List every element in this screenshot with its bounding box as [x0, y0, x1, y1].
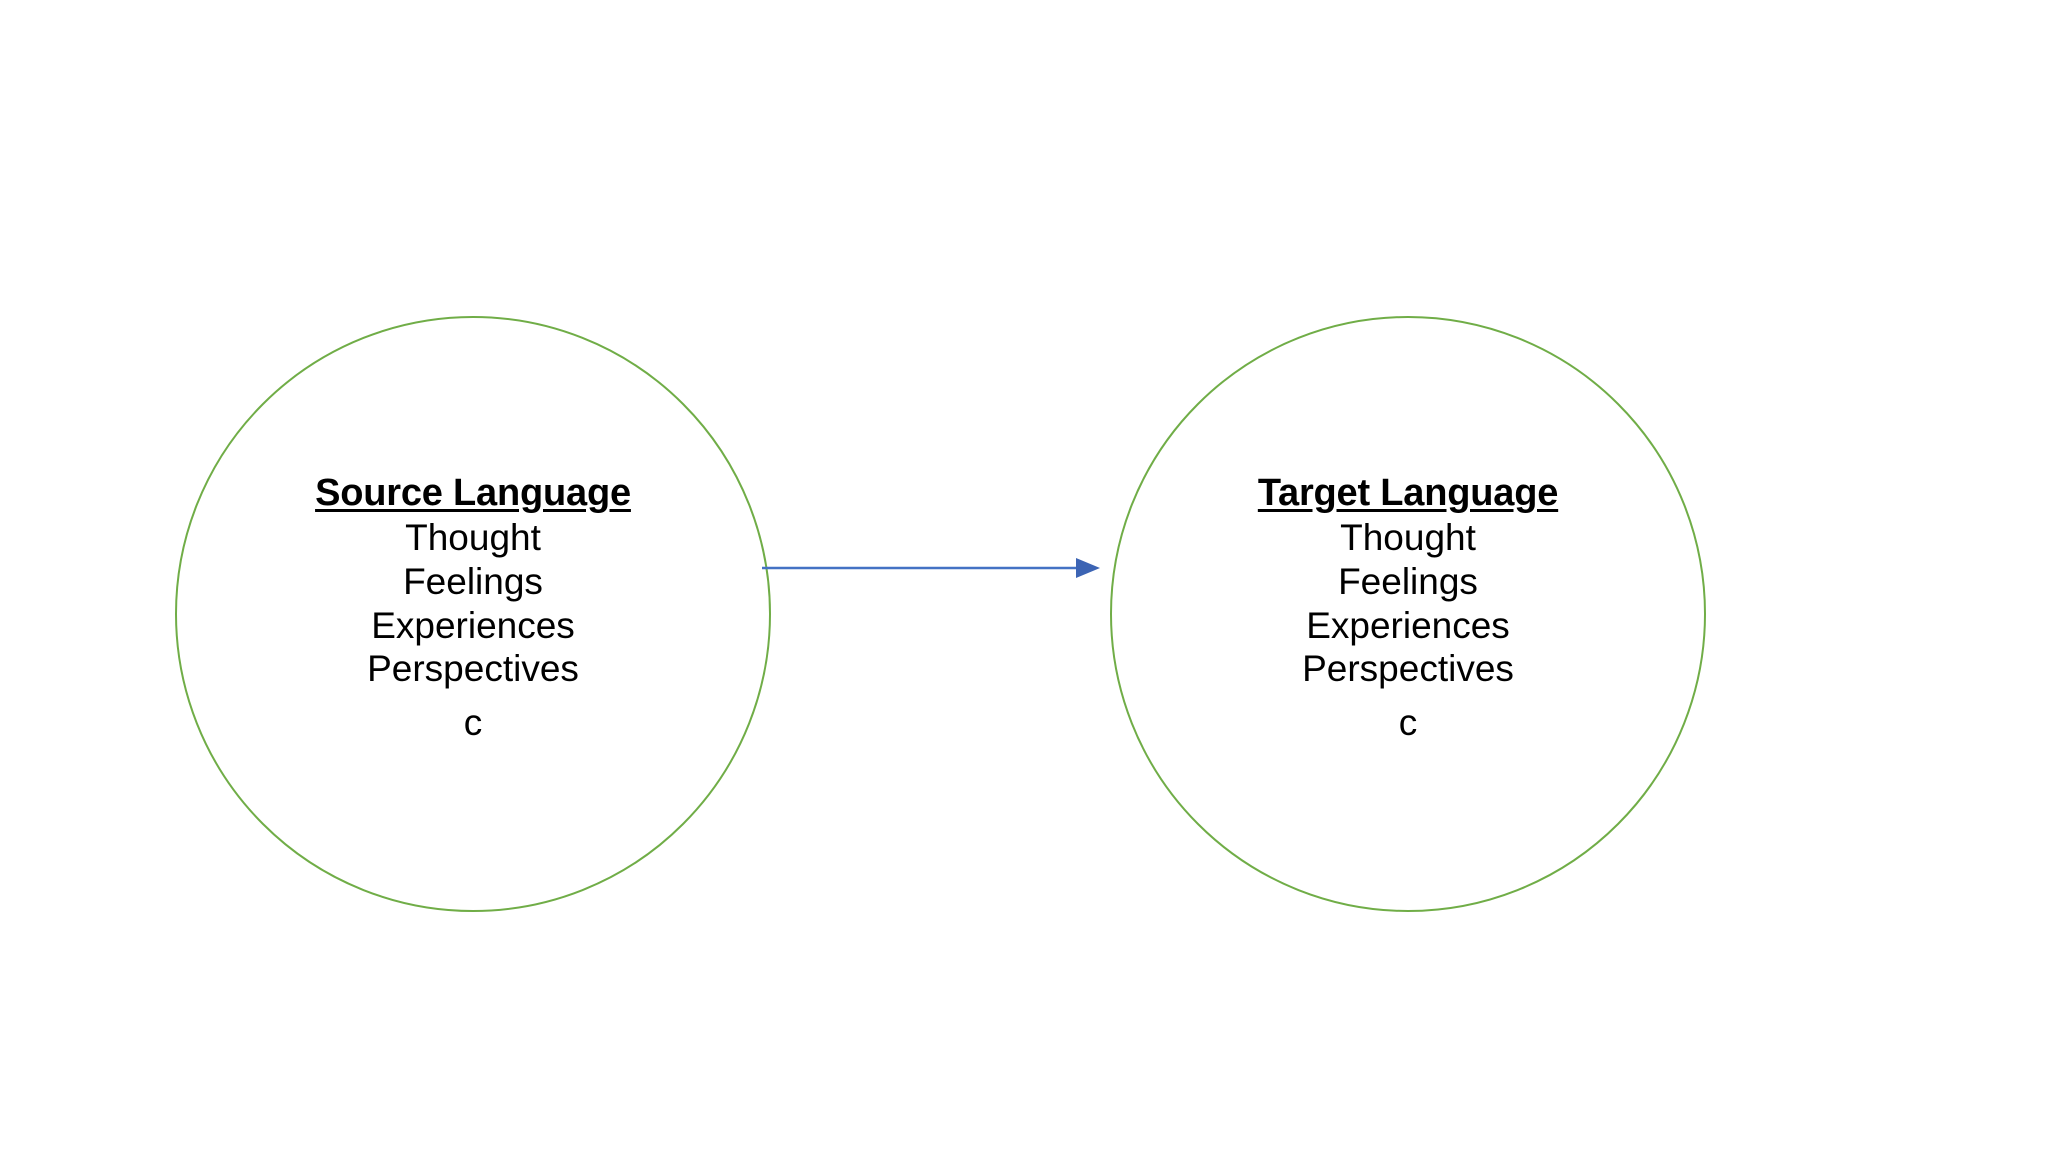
arrow-head-icon [1076, 558, 1100, 578]
source-line-perspectives: Perspectives [367, 648, 579, 690]
target-line-thought: Thought [1340, 517, 1476, 559]
target-line-experiences: Experiences [1306, 604, 1510, 646]
source-line-feelings: Feelings [403, 560, 543, 602]
source-line-experiences: Experiences [371, 604, 575, 646]
source-language-title: Source Language [315, 472, 631, 515]
source-language-circle[interactable]: Source Language Thought Feelings Experie… [175, 316, 771, 912]
source-line-thought: Thought [405, 517, 541, 559]
target-line-feelings: Feelings [1338, 560, 1478, 602]
source-line-c: c [463, 701, 483, 743]
source-language-text-block: Source Language Thought Feelings Experie… [177, 471, 769, 744]
target-line-c: c [1398, 701, 1418, 743]
target-language-text-block: Target Language Thought Feelings Experie… [1112, 471, 1704, 744]
target-language-title: Target Language [1257, 472, 1559, 515]
target-line-perspectives: Perspectives [1302, 648, 1514, 690]
source-to-target-arrow [762, 558, 1100, 578]
target-language-circle[interactable]: Target Language Thought Feelings Experie… [1110, 316, 1706, 912]
